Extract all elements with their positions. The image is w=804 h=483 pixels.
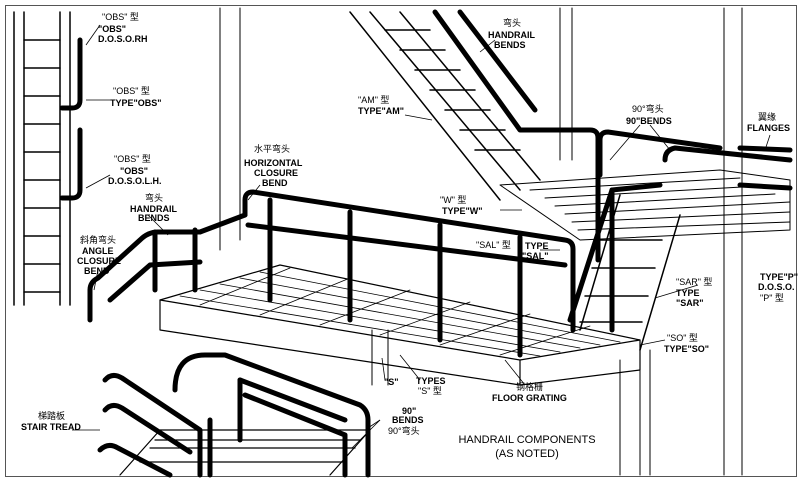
label-handrail-top-1: HANDRAIL — [488, 30, 535, 40]
label-w-type: TYPE"W" — [442, 206, 483, 216]
label-angle-2: CLOSURE — [77, 256, 122, 266]
label-obs-type-cn: "OBS" 型 — [113, 86, 150, 96]
diagram-frame — [5, 5, 797, 477]
label-flanges-cn: 翼缘 — [758, 112, 777, 122]
lower-stair-rail — [97, 352, 371, 478]
label-sal-type-2: "SAL" — [522, 251, 549, 261]
label-floor-grating: FLOOR GRATING — [492, 393, 567, 403]
floor-grating — [179, 267, 621, 357]
right-stair-rail — [567, 182, 663, 333]
upper-stair — [349, 11, 541, 201]
label-bends90-top-cn: 90°弯头 — [632, 104, 664, 114]
label-horiz-cn: 水平弯头 — [254, 144, 291, 154]
label-flanges: FLANGES — [747, 123, 791, 133]
label-stair-tread: STAIR TREAD — [21, 422, 81, 432]
label-p-2: D.O.S.O. — [758, 282, 795, 292]
label-angle-1: ANGLE — [82, 246, 114, 256]
label-bends90-top: 90"BENDS — [626, 116, 672, 126]
label-am-type: TYPE"AM" — [358, 106, 405, 116]
caption-title: HANDRAIL COMPONENTS — [458, 434, 596, 446]
label-sal-type-1: TYPE — [525, 241, 549, 251]
label-tread-cn: 梯踏板 — [38, 411, 66, 421]
label-obs-drh-1: "OBS" — [98, 24, 127, 34]
ladder-handrail — [59, 37, 83, 201]
label-s-cn: "S" 型 — [418, 386, 442, 396]
label-handrail-left-1: HANDRAIL — [130, 204, 177, 214]
main-handrail — [87, 189, 576, 358]
upper-landing-grating — [499, 169, 791, 241]
label-sar-cn: "SAR" 型 — [676, 277, 713, 287]
label-so-cn: "SO" 型 — [667, 333, 698, 343]
label-horiz-2: CLOSURE — [254, 168, 299, 178]
label-sar-type-1: TYPE — [676, 288, 700, 298]
label-handrail-top-2: BENDS — [494, 40, 526, 50]
label-so-type: TYPE"SO" — [664, 344, 710, 354]
label-handrail-left-cn: 弯头 — [145, 193, 164, 203]
label-am-cn: "AM" 型 — [358, 95, 390, 105]
leader-lines — [72, 24, 771, 449]
label-horiz-1: HORIZONTAL — [244, 158, 303, 168]
label-angle-cn: 斜角弯头 — [80, 235, 117, 245]
label-obs-drh-2: D.O.S.O.RH — [98, 34, 148, 44]
label-bends90-bot-cn: 90°弯头 — [388, 426, 420, 436]
label-sar-type-2: "SAR" — [676, 298, 704, 308]
label-obs-drh-cn: "OBS" 型 — [102, 12, 139, 22]
label-grating-cn: 钢格栅 — [516, 382, 544, 392]
label-obs-dsolh-1: "OBS" — [120, 166, 149, 176]
label-p-1: TYPE"P" — [760, 272, 799, 282]
label-bends90-bot-2: BENDS — [392, 415, 424, 425]
label-s-types: TYPES — [416, 376, 446, 386]
label-s-1: "S" — [384, 377, 399, 387]
label-sal-cn: "SAL" 型 — [476, 240, 511, 250]
main-platform — [159, 264, 641, 386]
upper-stair-rail — [432, 9, 793, 263]
label-obs-type: TYPE"OBS" — [110, 98, 162, 108]
ladder-left — [13, 11, 71, 306]
label-p-cn: "P" 型 — [760, 293, 784, 303]
building-columns — [219, 7, 743, 476]
label-handrail-top-cn: 弯头 — [503, 18, 522, 28]
caption-subtitle: (AS NOTED) — [495, 448, 559, 460]
label-horiz-3: BEND — [262, 178, 288, 188]
right-stair — [579, 194, 681, 351]
label-angle-3: BEND — [84, 266, 110, 276]
label-handrail-left-2: BENDS — [138, 213, 170, 223]
label-w-cn: "W" 型 — [440, 195, 467, 205]
label-obs-dsolh-2: D.O.S.O.L.H. — [108, 176, 162, 186]
label-bends90-bot-1: 90" — [402, 406, 417, 416]
label-obs-dsolh-cn: "OBS" 型 — [114, 154, 151, 164]
